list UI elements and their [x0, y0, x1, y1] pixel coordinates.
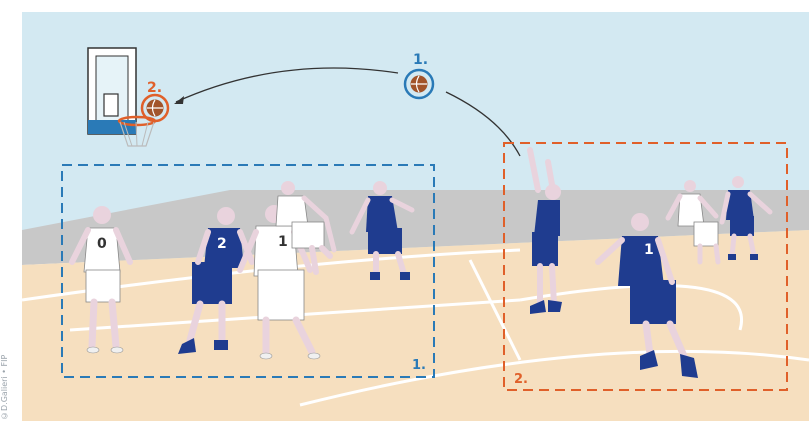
- ball-in-flight: [403, 68, 435, 100]
- jersey-number-blue-1: 1: [644, 242, 654, 258]
- jersey-number-white-1: 1: [278, 234, 288, 250]
- player-white-1: 1: [237, 205, 321, 360]
- jersey-number-blue-2: 2: [217, 236, 227, 252]
- player-blue-shooter: [527, 147, 562, 314]
- jersey-number-white-0: 0: [97, 236, 107, 252]
- player-white-right: [665, 180, 721, 265]
- image-credit: ©D.Galieri • FIP: [0, 354, 9, 420]
- player-blue-2: 2: [178, 207, 255, 354]
- player-white-back: [275, 181, 337, 275]
- backboard: [87, 47, 137, 135]
- shot-step-label: 1.: [413, 52, 428, 68]
- zone-orange-label: 2.: [514, 372, 528, 387]
- zone-orange: [503, 142, 788, 391]
- zone-blue: [61, 164, 435, 378]
- pass-trajectory-arrow: [175, 67, 399, 103]
- arrowhead-icon: [174, 96, 184, 104]
- player-blue-defender: [349, 181, 415, 280]
- ball-at-rim: [140, 93, 170, 123]
- player-blue-1: 1: [595, 213, 698, 378]
- player-blue-right-back: [719, 176, 773, 260]
- rim-step-label: 2.: [147, 80, 162, 96]
- zone-blue-label: 1.: [412, 358, 426, 373]
- player-white-0: 0: [69, 206, 133, 354]
- shot-trajectory-line: [445, 91, 521, 157]
